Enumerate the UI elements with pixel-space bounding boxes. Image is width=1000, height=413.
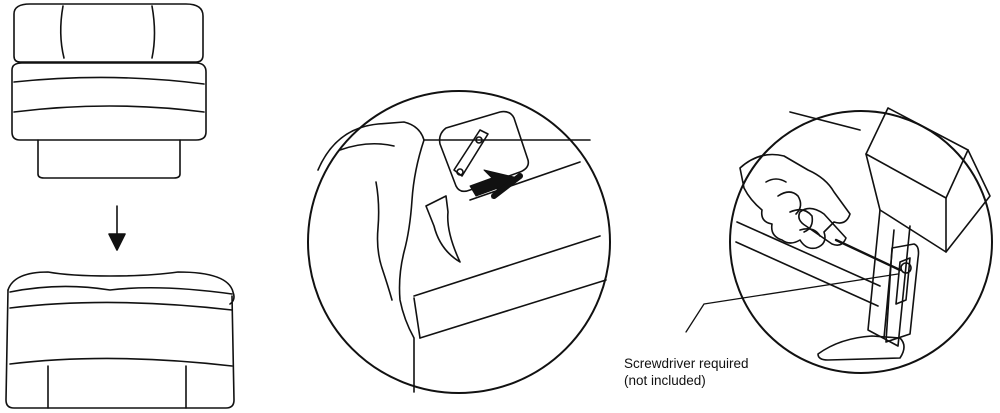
leg-bracket: [886, 244, 919, 342]
hand-outline: [740, 155, 850, 249]
cushion-after-body: [6, 290, 234, 408]
screwdriver-detail-circle: [730, 108, 992, 373]
hand-finger-3: [800, 229, 820, 236]
sofa-arm-fold: [340, 144, 394, 150]
cushion-seat-outline: [12, 63, 206, 140]
frame-front-corner: [414, 298, 420, 338]
sofa-arm-inner: [376, 182, 392, 300]
callout-leader-line: [686, 274, 898, 332]
callout-line-2: (not included): [624, 372, 749, 389]
cushion-after: [6, 272, 234, 408]
cushion-back-outline: [14, 4, 203, 62]
cushion-base-outline: [38, 140, 180, 178]
screwdriver-shaft: [836, 240, 900, 270]
cushion-after-seam-2: [10, 358, 232, 366]
leg-frame-top: [790, 112, 860, 130]
cushion-seat-seam-1: [14, 77, 204, 84]
cushion-back-seam-right: [152, 6, 155, 58]
bracket-detail-circle: [308, 91, 610, 393]
callout-line-1: Screwdriver required: [624, 355, 749, 372]
leg-block-top: [866, 108, 968, 198]
sofa-arm-outline: [318, 122, 424, 392]
leg-frame-rail-1: [737, 222, 880, 286]
hand-knuckle: [766, 179, 786, 182]
frame-rail-front: [420, 280, 606, 338]
cushion-seat-seam-2: [14, 106, 204, 112]
cushion-before: [12, 4, 206, 178]
cushion-back-seam-left: [61, 6, 64, 58]
bracket-hook: [426, 196, 460, 262]
down-arrow-icon: [109, 206, 125, 250]
screwdriver-handle: [799, 208, 846, 245]
screwdriver-callout: Screwdriver required (not included): [624, 355, 749, 389]
cushion-after-seam-1: [10, 302, 232, 310]
cushion-after-roll: [10, 286, 232, 294]
